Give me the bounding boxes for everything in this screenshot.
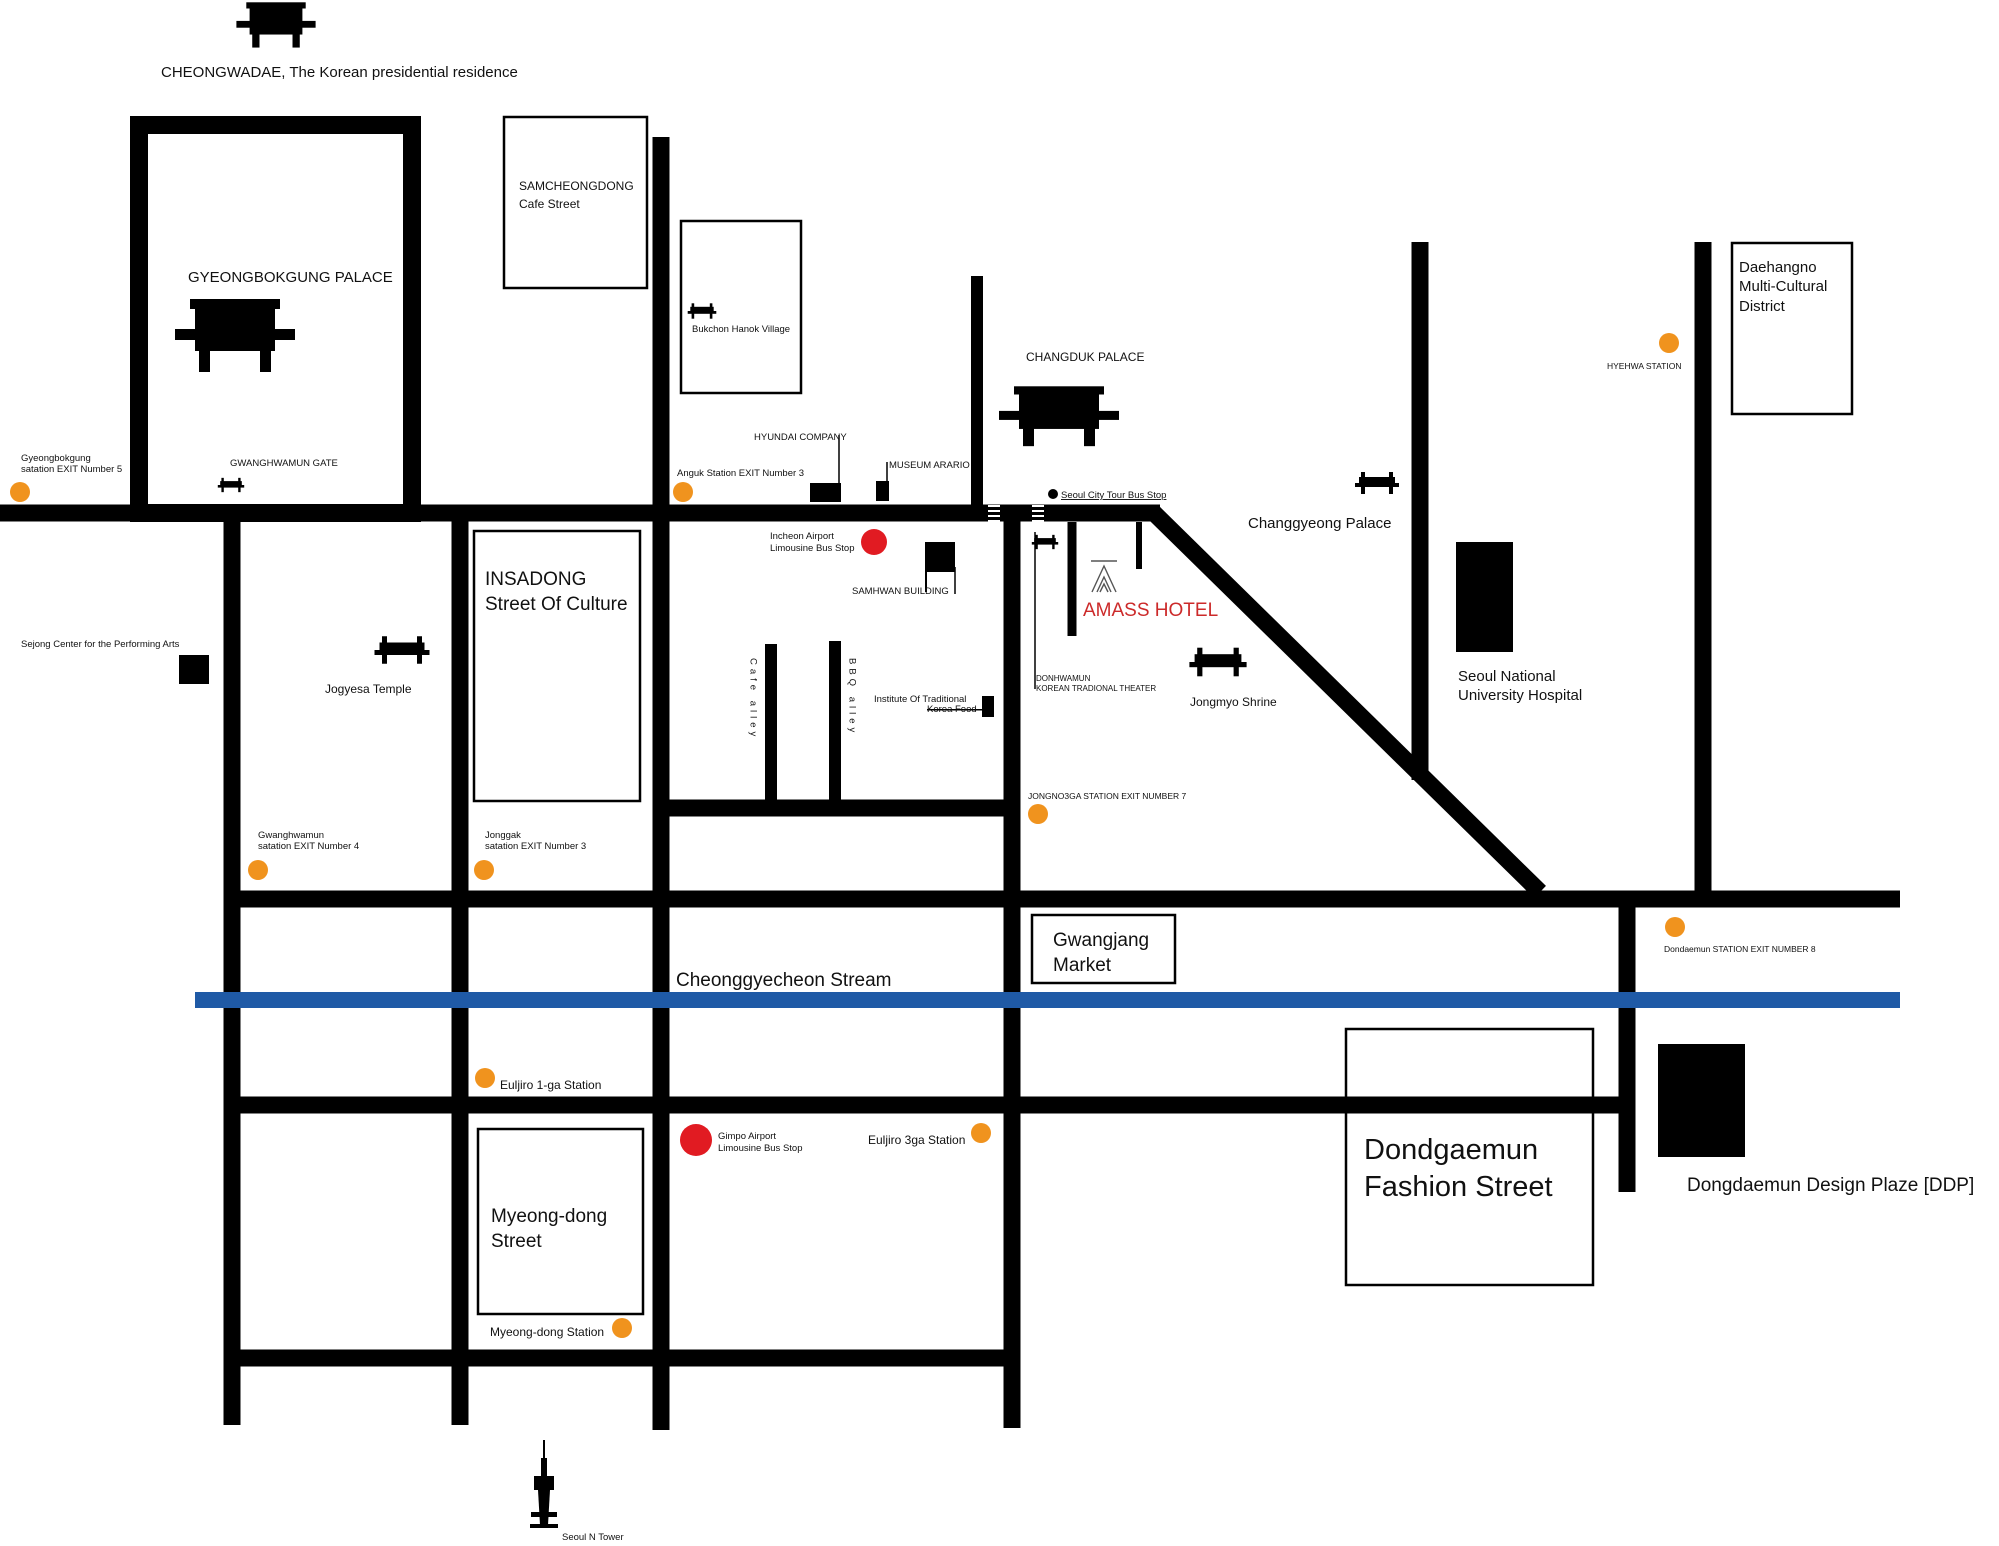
changgyeong-label: Changgyeong Palace (1248, 515, 1391, 532)
euljiro1-station-marker (475, 1068, 495, 1088)
n-tower-label: Seoul N Tower (562, 1532, 624, 1543)
gwanghwamun-gate-label: GWANGHWAMUN GATE (230, 458, 338, 469)
gwangjang-label-2: Market (1053, 955, 1112, 976)
sejong-building (179, 655, 209, 684)
jogyesa-temple-icon (374, 636, 430, 664)
cafe-alley-label: Cafe alley (748, 658, 759, 740)
city-tour-label: Seoul City Tour Bus Stop (1061, 490, 1166, 501)
gwanghwamun-station-marker (248, 860, 268, 880)
bbq-alley-label: BBQ alley (847, 658, 858, 736)
snuh-label-2: University Hospital (1458, 687, 1582, 704)
jongno3ga-station-marker (1028, 804, 1048, 824)
n-tower-icon (530, 1440, 558, 1528)
cheongwadae-icon (236, 2, 316, 48)
gyeongbokgung-station-label: Gyeongbokgung (21, 453, 91, 464)
myeongdong-station-marker (612, 1318, 632, 1338)
cheongwadae-label: CHEONGWADAE, The Korean presidential res… (161, 64, 518, 81)
samhwan-building (925, 542, 955, 572)
gyeongbokgung-station-marker (10, 482, 30, 502)
gwanghwamun-gate-icon (217, 477, 245, 493)
gimpo-bus-label: Gimpo Airport (718, 1131, 776, 1142)
snuh-label: Seoul National (1458, 668, 1556, 685)
museum-building (876, 481, 889, 501)
incheon-bus-label: Incheon Airport (770, 531, 834, 542)
ddp-label: Dongdaemun Design Plaze [DDP] (1687, 1175, 1974, 1196)
samcheongdong-label-2: Cafe Street (519, 197, 580, 211)
ddp-building (1658, 1044, 1745, 1157)
hyundai-label: HYUNDAI COMPANY (754, 432, 847, 443)
museum-label: MUSEUM ARARIO (889, 460, 970, 471)
incheon-bus-marker (861, 529, 887, 555)
euljiro3-station-marker (971, 1123, 991, 1143)
snuh-building (1456, 542, 1513, 652)
donhwamun-label: DONHWAMUN (1036, 674, 1091, 683)
daehangno-box (1730, 241, 1854, 416)
jogyesa-label: Jogyesa Temple (325, 682, 412, 696)
gyeongbokgung-label: GYEONGBOKGUNG PALACE (188, 269, 393, 286)
stream-label: Cheonggyecheon Stream (676, 970, 891, 991)
ddm-fashion-label: Dondgaemun (1364, 1134, 1538, 1166)
jongno3ga-station-label: JONGNO3GA STATION EXIT NUMBER 7 (1028, 791, 1186, 801)
institute-label-2: Korea Food (927, 704, 977, 715)
jonggak-station-label: Jonggak (485, 830, 521, 841)
myeongdong-label: Myeong-dong (491, 1206, 607, 1227)
sejong-label: Sejong Center for the Performing Arts (21, 639, 180, 650)
hyehwa-station-label: HYEHWA STATION (1607, 361, 1681, 371)
insadong-label-2: Street Of Culture (485, 594, 628, 615)
daehangno-label: Daehangno (1739, 259, 1817, 276)
daehangno-label-2: Multi-Cultural (1739, 278, 1827, 295)
samcheongdong-box (502, 115, 649, 290)
myeongdong-station-label: Myeong-dong Station (490, 1325, 604, 1339)
euljiro3-station-label: Euljiro 3ga Station (868, 1133, 965, 1147)
city-tour-marker (1048, 489, 1058, 499)
myeongdong-label-2: Street (491, 1231, 542, 1252)
daehangno-label-3: District (1739, 298, 1786, 315)
gimpo-bus-label-2: Limousine Bus Stop (718, 1143, 803, 1154)
bukchon-icon (687, 303, 717, 319)
myeongdong-box (476, 1127, 645, 1316)
roads (0, 137, 1900, 1430)
insadong-label: INSADONG (485, 569, 586, 590)
hyehwa-station-marker (1659, 333, 1679, 353)
donhwamun-label-2: KOREAN TRADIONAL THEATER (1036, 684, 1156, 693)
hotel-logo-icon (1091, 560, 1117, 593)
institute-label: Institute Of Traditional (874, 694, 966, 705)
bukchon-label: Bukchon Hanok Village (692, 324, 790, 335)
donhwamun-icon (1031, 534, 1059, 550)
jongmyo-label: Jongmyo Shrine (1190, 695, 1277, 709)
hyundai-building (810, 483, 841, 502)
gwangjang-label: Gwangjang (1053, 930, 1149, 951)
dongdaemun-station-label: Dondaemun STATION EXIT NUMBER 8 (1664, 944, 1816, 954)
crosswalks (988, 505, 1044, 522)
ddm-fashion-box (1344, 1027, 1595, 1287)
changduk-label: CHANGDUK PALACE (1026, 350, 1144, 364)
jonggak-station-marker (474, 860, 494, 880)
incheon-bus-label-2: Limousine Bus Stop (770, 543, 855, 554)
gyeongbokgung-palace-icon (175, 299, 295, 372)
gyeongbokgung-wall (130, 116, 421, 522)
gwanghwamun-station-label-2: satation EXIT Number 4 (258, 841, 359, 852)
jonggak-station-label-2: satation EXIT Number 3 (485, 841, 586, 852)
dongdaemun-station-marker (1665, 917, 1685, 937)
bukchon-box (679, 219, 803, 395)
gyeongbokgung-station-label-2: satation EXIT Number 5 (21, 464, 122, 475)
gimpo-bus-marker (680, 1124, 712, 1156)
hotel-name: AMASS HOTEL (1083, 600, 1218, 621)
euljiro1-station-label: Euljiro 1-ga Station (500, 1078, 601, 1092)
gwanghwamun-station-label: Gwanghwamun (258, 830, 324, 841)
ddm-fashion-label-2: Fashion Street (1364, 1171, 1553, 1203)
institute-building (982, 696, 994, 717)
anguk-station-marker (673, 482, 693, 502)
gwangjang-box (1030, 913, 1177, 985)
anguk-station-label: Anguk Station EXIT Number 3 (677, 468, 804, 479)
changduk-palace-icon (999, 386, 1119, 447)
cheonggyecheon-stream (195, 992, 1900, 1008)
changgyeong-palace-icon (1355, 472, 1399, 494)
samcheongdong-label: SAMCHEONGDONG (519, 179, 634, 193)
samhwan-label: SAMHWAN BUILDING (852, 586, 949, 597)
insadong-box (472, 529, 642, 803)
jongmyo-shrine-icon (1189, 647, 1247, 677)
